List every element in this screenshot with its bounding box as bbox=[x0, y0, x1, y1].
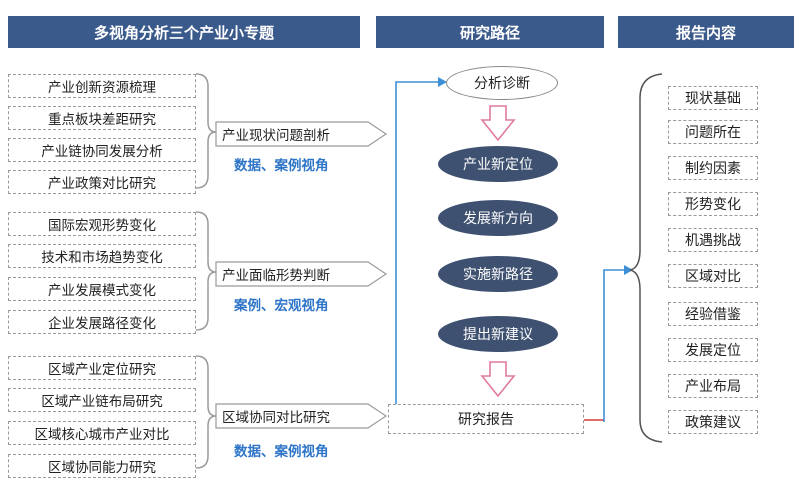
research-report-box: 研究报告 bbox=[388, 404, 584, 434]
report-item: 机遇挑战 bbox=[668, 228, 758, 252]
topic-item: 区域核心城市产业对比 bbox=[8, 421, 196, 445]
chevron-arrow-3 bbox=[215, 403, 388, 429]
note-1: 数据、案例视角 bbox=[234, 158, 329, 174]
topic-item: 企业发展路径变化 bbox=[8, 310, 196, 334]
arrow-label-3: 区域协同对比研究 bbox=[222, 410, 330, 426]
blue-arrowhead-right bbox=[624, 265, 633, 275]
path-step: 产业新定位 bbox=[438, 146, 558, 182]
header-right: 报告内容 bbox=[618, 16, 794, 48]
topic-item: 区域产业链布局研究 bbox=[8, 388, 196, 412]
report-item: 产业布局 bbox=[668, 374, 758, 398]
down-arrow-top bbox=[480, 105, 516, 142]
right-brace bbox=[629, 73, 663, 443]
report-item: 区域对比 bbox=[668, 264, 758, 288]
report-item: 政策建议 bbox=[668, 410, 758, 434]
report-item: 问题所在 bbox=[668, 120, 758, 144]
arrow-label-2: 产业面临形势判断 bbox=[222, 268, 330, 284]
report-item: 现状基础 bbox=[668, 86, 758, 110]
header-middle: 研究路径 bbox=[376, 16, 604, 48]
topic-item: 产业政策对比研究 bbox=[8, 170, 196, 194]
path-step: 提出新建议 bbox=[438, 316, 558, 352]
topic-item: 国际宏观形势变化 bbox=[8, 212, 196, 236]
topic-item: 重点板块差距研究 bbox=[8, 106, 196, 130]
bracket-group-1 bbox=[195, 73, 217, 189]
header-left: 多视角分析三个产业小专题 bbox=[8, 16, 360, 48]
topic-item: 技术和市场趋势变化 bbox=[8, 244, 196, 268]
path-step: 实施新路径 bbox=[438, 256, 558, 292]
topic-item: 区域协同能力研究 bbox=[8, 454, 196, 478]
blue-connector-right bbox=[603, 269, 624, 422]
chevron-arrow-2 bbox=[215, 261, 388, 287]
topic-item: 产业链协同发展分析 bbox=[8, 138, 196, 162]
down-arrow-bottom bbox=[480, 361, 516, 398]
report-item: 形势变化 bbox=[668, 192, 758, 216]
blue-arrowhead-left bbox=[438, 77, 447, 87]
report-item: 发展定位 bbox=[668, 338, 758, 362]
note-3: 数据、案例视角 bbox=[234, 444, 329, 460]
chevron-arrow-1 bbox=[215, 121, 388, 147]
topic-item: 区域产业定位研究 bbox=[8, 356, 196, 380]
path-start-oval: 分析诊断 bbox=[446, 66, 558, 100]
report-item: 经验借鉴 bbox=[668, 302, 758, 326]
blue-connector-left bbox=[395, 81, 438, 404]
note-2: 案例、宏观视角 bbox=[234, 298, 329, 314]
path-step: 发展新方向 bbox=[438, 200, 558, 236]
bracket-group-2 bbox=[195, 211, 217, 331]
arrow-label-1: 产业现状问题剖析 bbox=[222, 128, 330, 144]
topic-item: 产业发展模式变化 bbox=[8, 277, 196, 301]
topic-item: 产业创新资源梳理 bbox=[8, 74, 196, 98]
bracket-group-3 bbox=[195, 355, 217, 469]
report-item: 制约因素 bbox=[668, 156, 758, 180]
